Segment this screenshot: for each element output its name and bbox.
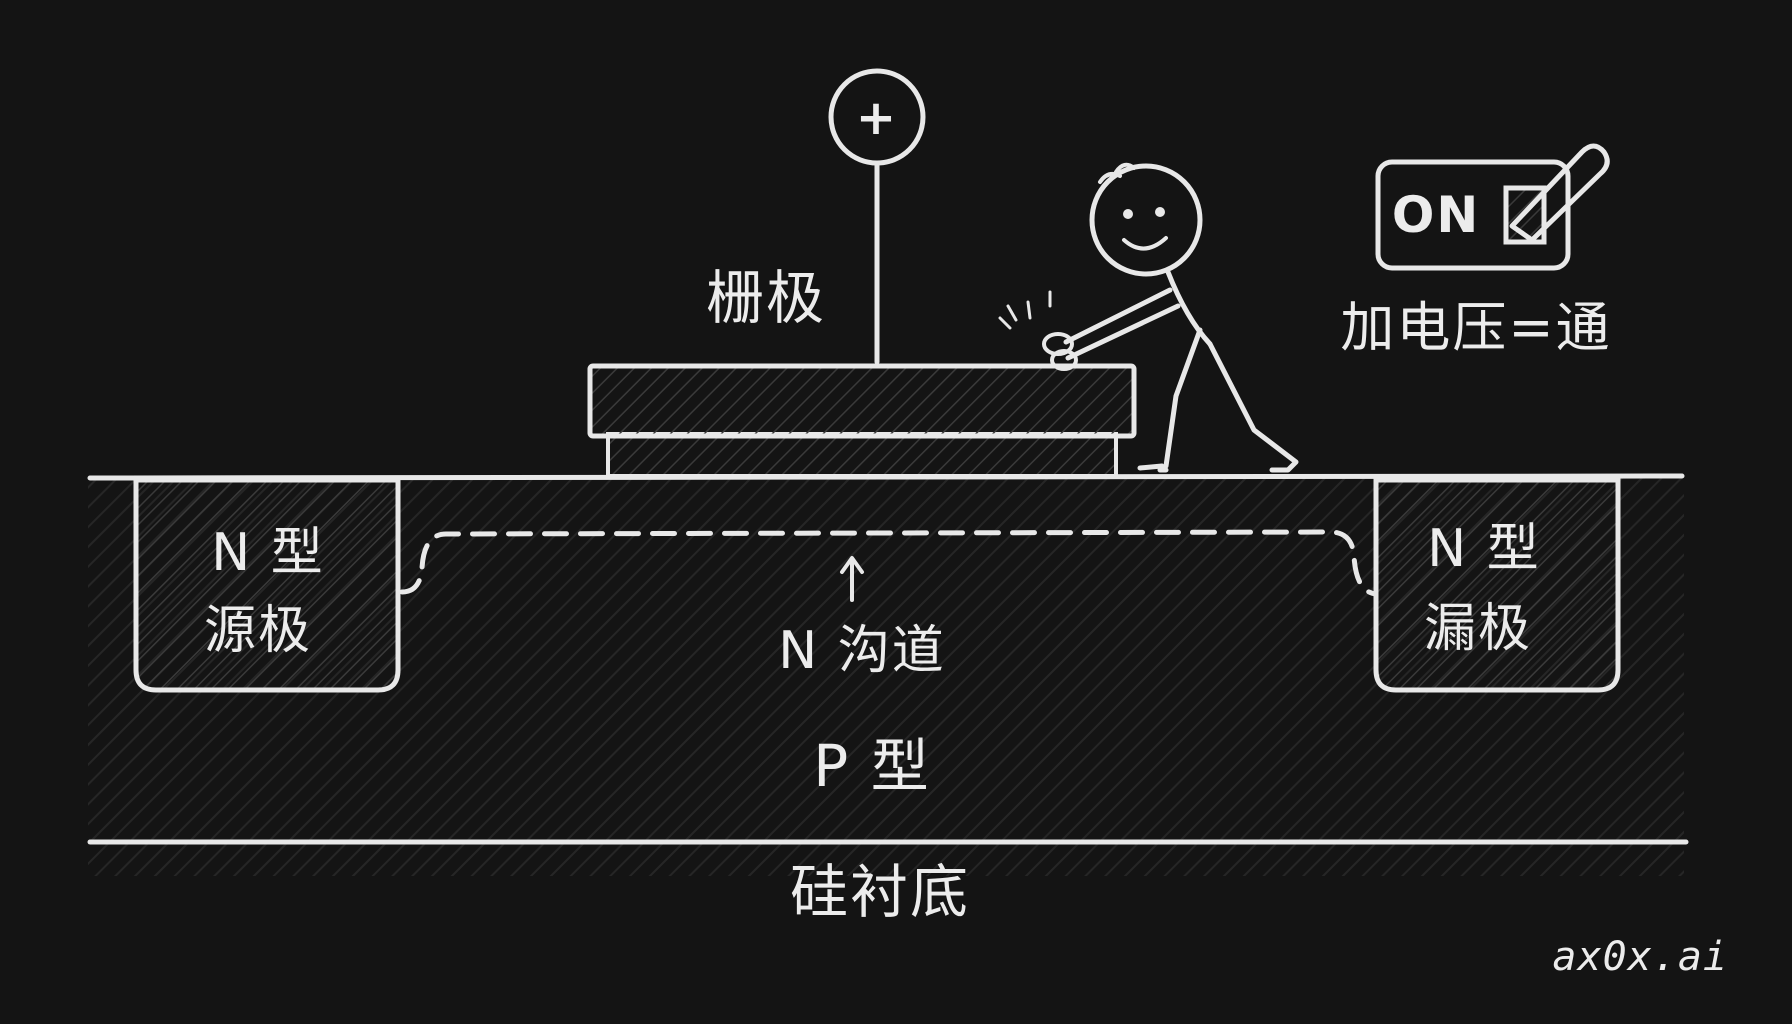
stick-figure-arm-lower bbox=[1065, 303, 1181, 361]
on-switch: ON bbox=[1375, 143, 1610, 271]
gate-polarity-sign: + bbox=[856, 90, 898, 146]
substrate-label: 硅衬底 bbox=[790, 858, 970, 926]
silicon-substrate-band bbox=[88, 842, 1684, 876]
channel-label: N 沟道 bbox=[778, 621, 945, 681]
stick-figure-arm-upper bbox=[1063, 287, 1173, 345]
drain-type-label: N 型 bbox=[1427, 519, 1540, 579]
watermark: ax0x.ai bbox=[1552, 934, 1728, 980]
stick-figure-body bbox=[1165, 269, 1213, 347]
source-type-label: N 型 bbox=[211, 523, 324, 583]
channel-arrow-head bbox=[840, 556, 864, 574]
gate-label: 栅极 bbox=[706, 264, 826, 332]
switch-box bbox=[1375, 159, 1571, 271]
switch-state-text: ON bbox=[1392, 186, 1480, 244]
stick-figure bbox=[998, 162, 1299, 473]
drain-name-label: 漏极 bbox=[1424, 599, 1532, 659]
source-well bbox=[133, 477, 401, 693]
switch-caption: 加电压=通 bbox=[1340, 296, 1611, 359]
source-name-label: 源极 bbox=[204, 601, 312, 661]
stick-figure-leg-back bbox=[1157, 327, 1203, 473]
gate-oxide bbox=[606, 432, 1118, 478]
gate-terminal-circle bbox=[828, 68, 926, 166]
p-type-label: P 型 bbox=[813, 732, 930, 800]
n-channel-dashed-line bbox=[399, 529, 1379, 597]
gate-electrode bbox=[587, 363, 1137, 439]
drain-well bbox=[1373, 477, 1621, 693]
switch-lever bbox=[1509, 143, 1610, 243]
stick-figure-leg-front bbox=[1207, 341, 1299, 473]
effort-marks bbox=[998, 290, 1052, 330]
stick-figure-head bbox=[1089, 163, 1203, 277]
